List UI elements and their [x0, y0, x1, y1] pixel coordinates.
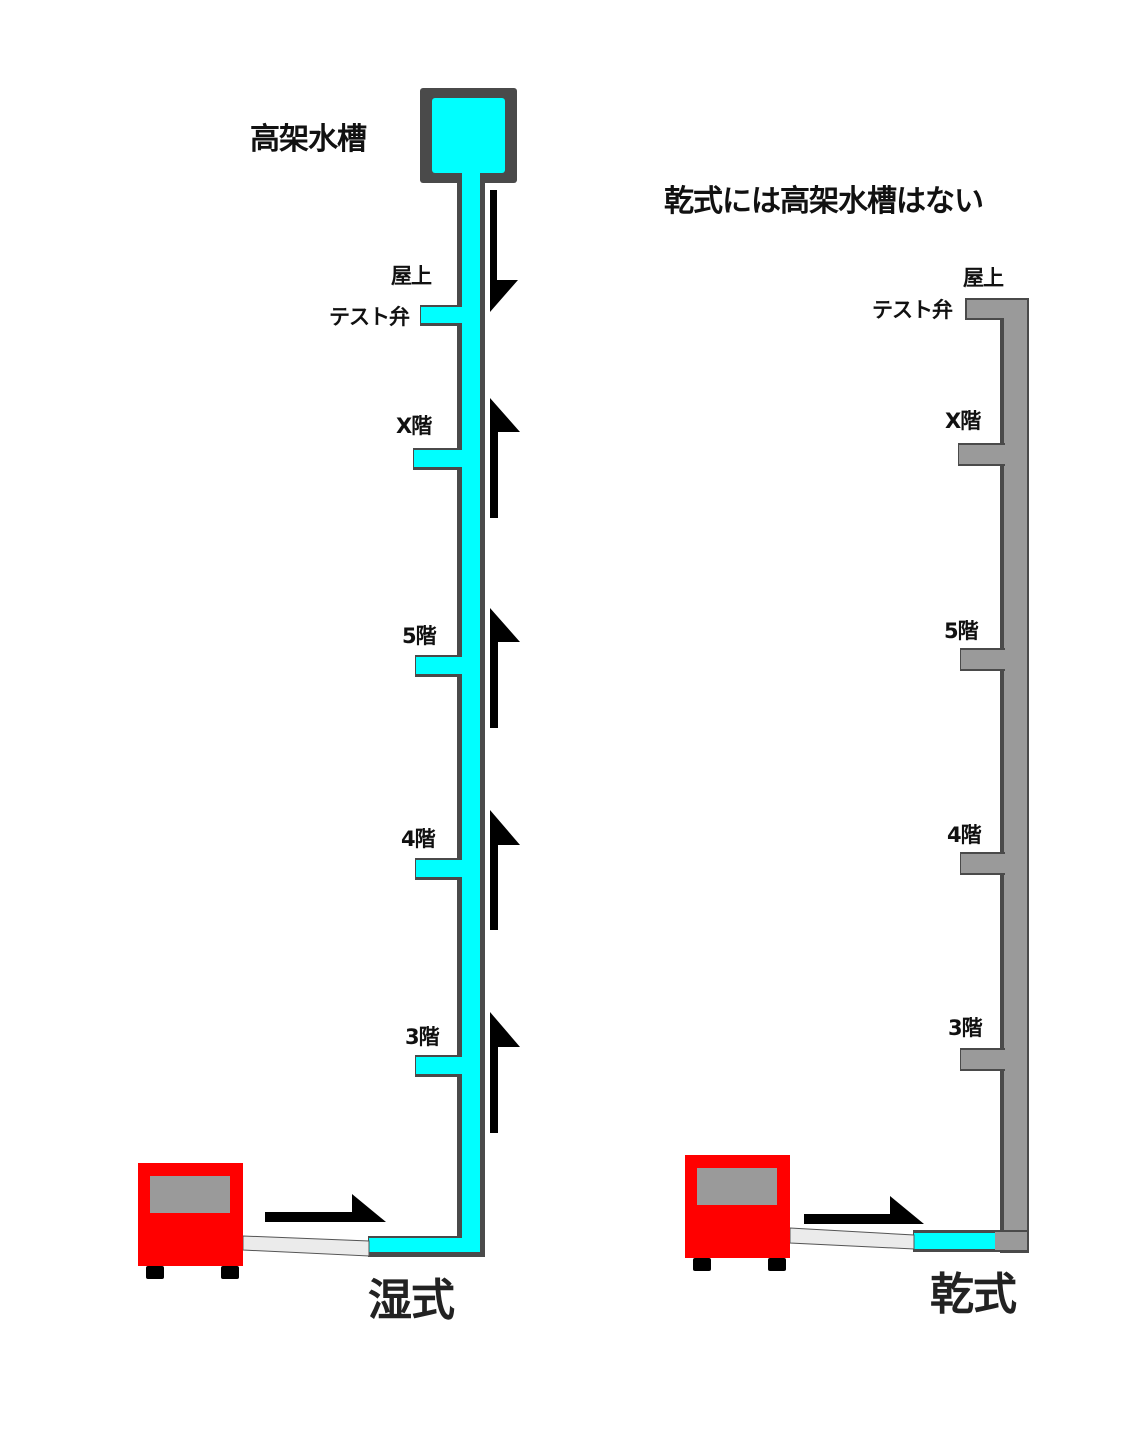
dry-floor-label: 5階: [944, 619, 979, 643]
wet-rooftop-label: 屋上: [391, 264, 432, 288]
wet-system-label: 湿式: [368, 1275, 455, 1326]
hose: [242, 1235, 370, 1257]
flow-arrows: [265, 190, 520, 1222]
wet-floor-label: 4階: [401, 827, 436, 851]
dry-inlet-water: [914, 1233, 995, 1249]
dry-floor-label: 3階: [948, 1016, 983, 1040]
down-arrow: [490, 190, 518, 312]
dry-rooftop-label: 屋上: [963, 266, 1004, 290]
wet-branches: [413, 305, 466, 1077]
dry-floor-label: 4階: [947, 823, 982, 847]
wet-floor-label: 3階: [405, 1025, 440, 1049]
wet-test-valve-label: テスト弁: [329, 305, 410, 329]
riser-water: [462, 170, 480, 1252]
wet-floor-label: X階: [396, 414, 432, 438]
hose: [789, 1227, 915, 1250]
dry-system-label: 乾式: [930, 1269, 1017, 1320]
right-arrow: [265, 1194, 386, 1222]
wet-floor-label: 5階: [402, 624, 437, 648]
bottom-water: [369, 1238, 480, 1252]
up-arrow: [490, 810, 520, 930]
fire-truck: [138, 1163, 243, 1279]
dry-branches: [958, 443, 1007, 1071]
dry-test-valve-label: テスト弁: [872, 298, 953, 322]
up-arrow: [490, 1012, 520, 1133]
dry-system: [685, 298, 1029, 1271]
up-arrow: [490, 608, 520, 728]
tank-water: [432, 98, 505, 173]
dry-note: 乾式には高架水槽はない: [664, 184, 984, 219]
tank-label: 高架水槽: [250, 122, 367, 157]
right-arrow: [804, 1196, 924, 1224]
fire-truck: [685, 1155, 790, 1271]
up-arrow: [490, 398, 520, 518]
dry-floor-label: X階: [945, 409, 981, 433]
wet-system: [138, 88, 520, 1279]
